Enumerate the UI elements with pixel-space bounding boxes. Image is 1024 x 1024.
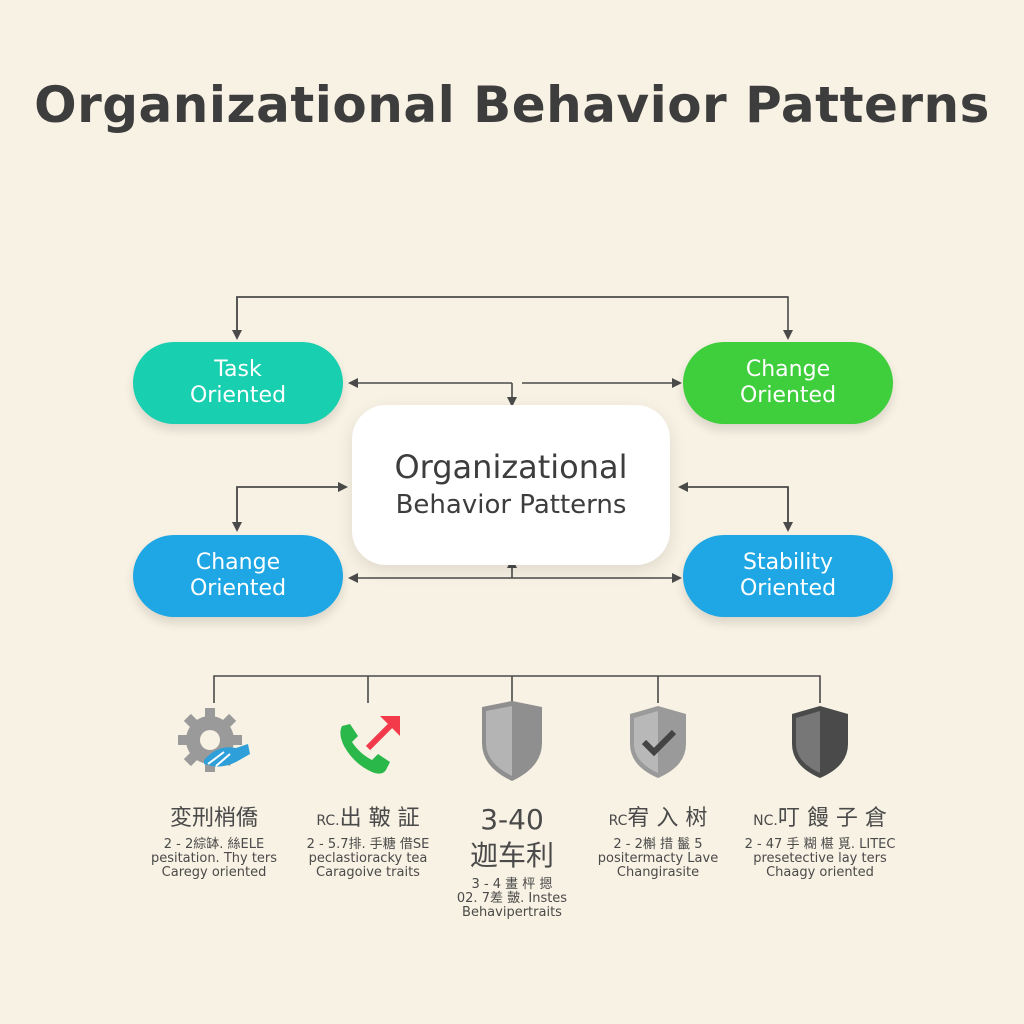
shield-dark-icon (735, 704, 905, 780)
gear-handshake-icon (129, 704, 299, 780)
center-label-line1: Organizational (394, 448, 628, 486)
category-5: NC.叮 饅 子 倉 2 - 47 手 糊 椹 覓. LITEC presete… (735, 704, 905, 880)
category-line: 2 - 2槲 措 鬣 5 (613, 837, 703, 852)
category-title: RC宥 入 树 (573, 800, 743, 832)
category-number: 3-40 (480, 803, 544, 836)
connector-mid-right (678, 482, 789, 530)
node-stability-oriented: Stability Oriented (683, 535, 893, 617)
category-title-text: 叮 饅 子 倉 (777, 806, 887, 831)
category-4: RC宥 入 树 2 - 2槲 措 鬣 5 positermacty Lave C… (573, 704, 743, 880)
category-line: Behavipertraits (462, 905, 562, 920)
page-title: Organizational Behavior Patterns (34, 76, 990, 134)
category-line: 2 - 2綜缽. 絲ELE (163, 837, 265, 852)
node-label-line1: Change (745, 357, 831, 382)
category-title-text: 変刑梢僑 (169, 806, 258, 831)
category-line: positermacty Lave (597, 851, 719, 866)
node-task-oriented: Task Oriented (133, 342, 343, 424)
connector-mid-left (236, 482, 348, 530)
connector-tree (213, 675, 821, 703)
category-line: Caregy oriented (161, 865, 267, 880)
category-title-text: 迦车利 (469, 839, 554, 872)
category-title-text: 出 鞁 証 (339, 806, 420, 831)
node-label-line1: Task (214, 357, 262, 382)
node-label-line2: Oriented (189, 383, 287, 408)
center-node: Organizational Behavior Patterns (352, 405, 670, 565)
category-line: peclastioracky tea (308, 851, 428, 866)
phone-arrow-icon (283, 704, 453, 780)
node-label-line1: Stability (742, 550, 834, 575)
node-change-oriented-bottom: Change Oriented (133, 535, 343, 617)
node-label-line2: Oriented (739, 383, 837, 408)
node-label-line2: Oriented (189, 576, 287, 601)
category-title: RC.出 鞁 証 (283, 800, 453, 832)
category-3: 3-40 迦车利 3 - 4 畫 枰 摁 02. 7差 皼. Instes Be… (427, 701, 597, 920)
category-line: Changirasite (616, 865, 700, 880)
category-1: 変刑梢僑 2 - 2綜缽. 絲ELE pesitation. Thy ters … (129, 704, 299, 880)
category-line: pesitation. Thy ters (150, 851, 278, 866)
category-line: 2 - 5.7排. 手糖 借SE (306, 837, 430, 852)
category-line: Chaagy oriented (766, 865, 874, 880)
category-line: 02. 7差 皼. Instes (456, 891, 568, 906)
category-prefix: RC (608, 813, 628, 829)
node-label-line1: Change (195, 550, 281, 575)
category-prefix: NC. (753, 813, 778, 829)
category-line: 3 - 4 畫 枰 摁 (471, 877, 553, 892)
category-title-text: 宥 入 树 (627, 806, 708, 831)
node-change-oriented-top: Change Oriented (683, 342, 893, 424)
center-label-line2: Behavior Patterns (395, 490, 627, 520)
category-title: 変刑梢僑 (129, 800, 299, 832)
category-line: presetective lay ters (753, 851, 887, 866)
category-prefix: RC. (316, 813, 340, 829)
connector-top-bracket (236, 296, 793, 340)
category-line: Caragoive traits (316, 865, 420, 880)
category-2: RC.出 鞁 証 2 - 5.7排. 手糖 借SE peclastioracky… (283, 704, 453, 880)
shield-check-icon (573, 704, 743, 780)
shield-icon (427, 701, 597, 781)
node-label-line2: Oriented (739, 576, 837, 601)
category-title: NC.叮 饅 子 倉 (735, 800, 905, 832)
category-line: 2 - 47 手 糊 椹 覓. LITEC (744, 837, 896, 852)
